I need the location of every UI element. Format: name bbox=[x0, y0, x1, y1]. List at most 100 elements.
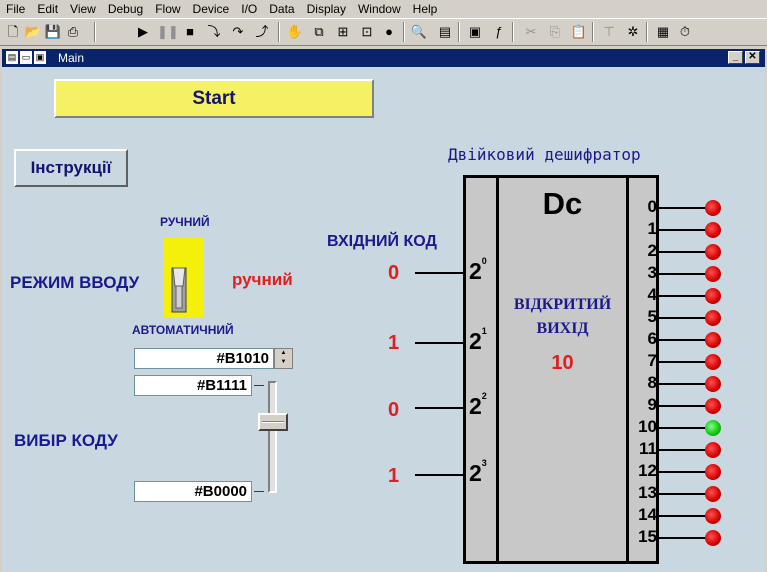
menu-edit[interactable]: Edit bbox=[37, 1, 59, 16]
print-icon[interactable]: ⎙ bbox=[67, 24, 79, 39]
slider-min-tick bbox=[254, 491, 264, 492]
output-4-line bbox=[659, 295, 707, 297]
window-titlebar: ▤ ▭ ▣ Main _ ✕ bbox=[2, 49, 765, 67]
open-output-label: ВІДКРИТИЙ ВИХІД bbox=[513, 296, 612, 337]
window-restore-icon[interactable]: ▭ bbox=[20, 51, 32, 64]
output-10-led bbox=[705, 420, 721, 436]
input-line-1 bbox=[415, 342, 465, 344]
input-weight-1: 21 bbox=[469, 326, 487, 354]
breakpoint-icon[interactable]: ⊡ bbox=[361, 24, 373, 39]
clear-icon[interactable]: ● bbox=[385, 24, 393, 39]
output-5-led bbox=[705, 310, 721, 326]
save-icon[interactable]: 💾 bbox=[44, 24, 62, 39]
stop-icon[interactable]: ■ bbox=[186, 24, 194, 39]
input-bit-0-value: 0 bbox=[388, 262, 400, 284]
output-0-label: 0 bbox=[647, 197, 657, 216]
menu-window[interactable]: Window bbox=[357, 1, 401, 16]
find-icon[interactable]: 🔍 bbox=[410, 24, 428, 39]
output-6-label: 6 bbox=[647, 329, 657, 348]
copy-block-icon[interactable]: ⧉ bbox=[314, 24, 324, 39]
output-13-line bbox=[659, 493, 707, 495]
decoder-title: Двійковий дешифратор bbox=[448, 145, 641, 164]
output-12-label: 12 bbox=[638, 461, 657, 480]
output-14-label: 14 bbox=[638, 505, 657, 524]
spin-up-icon[interactable]: ▲ bbox=[280, 350, 287, 356]
copy-icon[interactable]: ⎘ bbox=[549, 24, 561, 39]
menu-bar: File Edit View Debug Flow Device I/O Dat… bbox=[0, 0, 767, 17]
output-4-label: 4 bbox=[647, 285, 657, 304]
tree-icon[interactable]: ⊤ bbox=[603, 24, 615, 39]
mode-toggle-switch[interactable] bbox=[164, 238, 204, 318]
output-2-label: 2 bbox=[647, 241, 657, 260]
code-slider-track[interactable] bbox=[268, 381, 277, 493]
toolbar: 🗋 📂 💾 ⎙ ▶ ❚❚ ■ ⤵ ↷ ⤴ ✋ ⧉ ⊞ ⊡ ● 🔍 ▤ ▣ ƒ ✂… bbox=[0, 18, 767, 46]
close-button[interactable]: ✕ bbox=[745, 51, 760, 64]
menu-file[interactable]: File bbox=[6, 1, 26, 16]
code-spinner[interactable]: ▲ ▼ bbox=[274, 348, 293, 369]
step-over-icon[interactable]: ↷ bbox=[232, 24, 244, 39]
output-13-label: 13 bbox=[638, 483, 657, 502]
formula-icon[interactable]: ƒ bbox=[495, 24, 503, 39]
window-title: Main bbox=[58, 51, 85, 65]
input-weight-0: 20 bbox=[469, 256, 487, 284]
input-bit-2-value: 0 bbox=[388, 399, 400, 421]
output-8-label: 8 bbox=[647, 373, 657, 392]
output-6-line bbox=[659, 339, 707, 341]
output-12-led bbox=[705, 464, 721, 480]
report-icon[interactable]: ▦ bbox=[656, 24, 670, 39]
code-spin-input[interactable]: #B1010 bbox=[134, 348, 274, 369]
step-out-icon[interactable]: ⤴ bbox=[255, 24, 269, 39]
window-layout-icon[interactable]: ▣ bbox=[34, 51, 46, 64]
step-into-icon[interactable]: ⤵ bbox=[207, 24, 221, 39]
mode-auto-label: АВТОМАТИЧНИЙ bbox=[132, 323, 234, 337]
output-3-line bbox=[659, 273, 707, 275]
slider-max-value: #B1111 bbox=[134, 375, 252, 396]
spin-down-icon[interactable]: ▼ bbox=[280, 359, 287, 365]
new-icon[interactable]: 🗋 bbox=[7, 24, 19, 39]
menu-help[interactable]: Help bbox=[412, 1, 438, 16]
paste-icon[interactable]: 📋 bbox=[570, 24, 588, 39]
output-11-led bbox=[705, 442, 721, 458]
decoder-symbol: Dc bbox=[542, 186, 583, 221]
output-2-led bbox=[705, 244, 721, 260]
menu-io[interactable]: I/O bbox=[241, 1, 258, 16]
output-3-led bbox=[705, 266, 721, 282]
output-5-label: 5 bbox=[647, 307, 657, 326]
mode-current-value: ручний bbox=[232, 270, 293, 289]
menu-display[interactable]: Display bbox=[306, 1, 346, 16]
instructions-button[interactable]: Інструкції bbox=[14, 149, 128, 187]
menu-view[interactable]: View bbox=[70, 1, 96, 16]
timer-icon[interactable]: ⏱ bbox=[679, 24, 691, 39]
run-icon[interactable]: ▶ bbox=[138, 24, 148, 39]
menu-data[interactable]: Data bbox=[269, 1, 295, 16]
output-12-line bbox=[659, 471, 707, 473]
output-14-line bbox=[659, 515, 707, 517]
output-9-led bbox=[705, 398, 721, 414]
input-line-0 bbox=[415, 272, 465, 274]
start-button[interactable]: Start bbox=[54, 79, 374, 118]
output-1-line bbox=[659, 229, 707, 231]
menu-debug[interactable]: Debug bbox=[107, 1, 144, 16]
code-select-label: ВИБІР КОДУ bbox=[14, 431, 118, 450]
window-menu-icon[interactable]: ▤ bbox=[6, 51, 18, 64]
minimize-button[interactable]: _ bbox=[728, 51, 743, 64]
cut-icon[interactable]: ✂ bbox=[525, 24, 537, 39]
menu-device[interactable]: Device bbox=[192, 1, 230, 16]
output-14-led bbox=[705, 508, 721, 524]
properties-icon[interactable]: ▤ bbox=[438, 24, 452, 39]
tools-icon[interactable]: ✲ bbox=[627, 24, 639, 39]
input-weight-2: 22 bbox=[469, 391, 487, 419]
hand-icon[interactable]: ✋ bbox=[286, 24, 304, 39]
code-slider-thumb[interactable] bbox=[258, 413, 288, 431]
open-icon[interactable]: 📂 bbox=[24, 24, 42, 39]
menu-flow[interactable]: Flow bbox=[155, 1, 181, 16]
function-icon[interactable]: ▣ bbox=[468, 24, 482, 39]
mode-manual-label: РУЧНИЙ bbox=[160, 215, 210, 229]
output-7-line bbox=[659, 361, 707, 363]
connect-icon[interactable]: ⊞ bbox=[337, 24, 349, 39]
input-line-3 bbox=[415, 474, 465, 476]
pause-icon[interactable]: ❚❚ bbox=[157, 24, 179, 39]
output-1-label: 1 bbox=[647, 219, 657, 238]
output-10-line bbox=[659, 427, 707, 429]
output-15-line bbox=[659, 537, 707, 539]
